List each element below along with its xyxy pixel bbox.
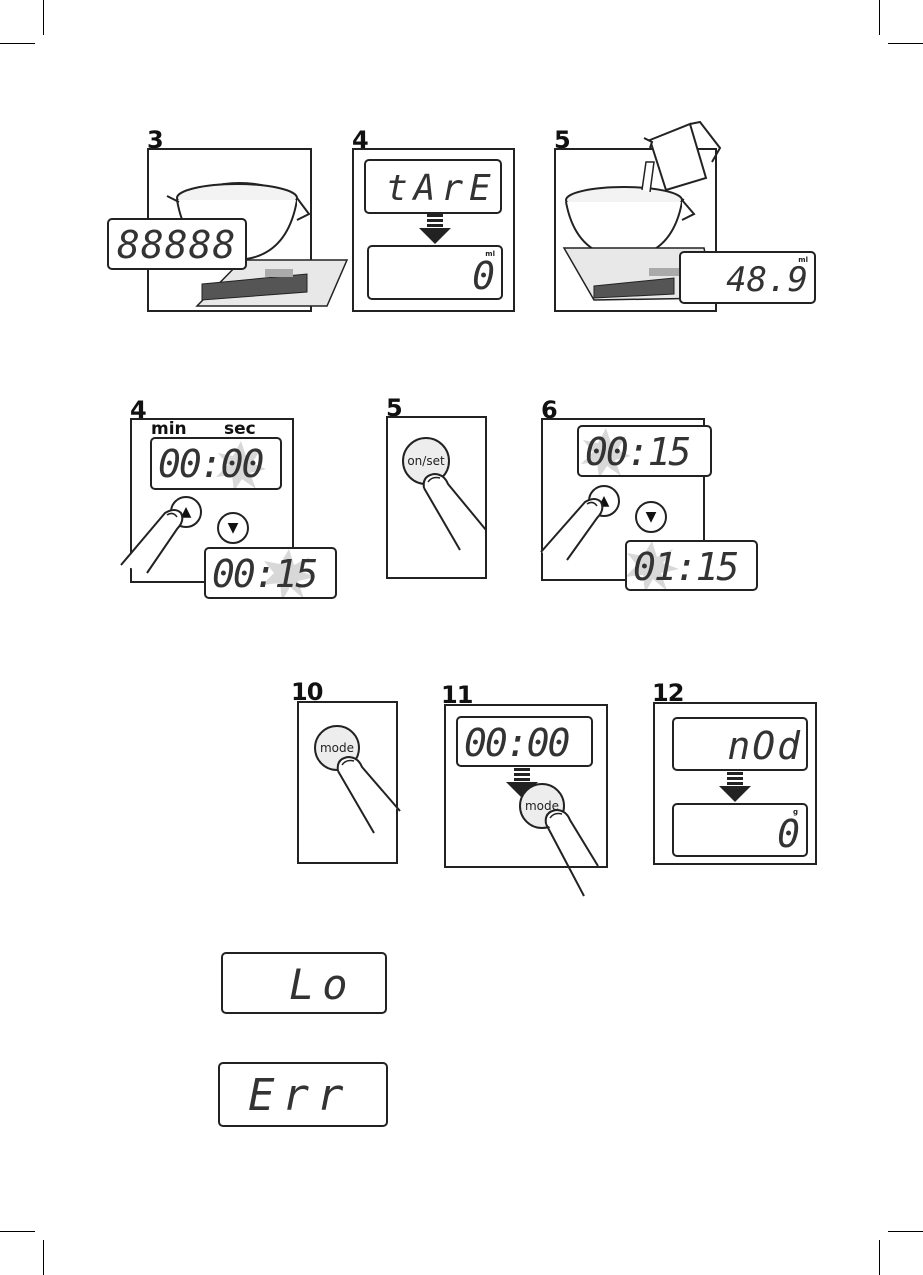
timer-display-bottom: 01:15 (625, 540, 758, 591)
blink-burst-icon (216, 441, 266, 488)
lcd-readout: nOd (727, 724, 802, 768)
display-zero-ml: ml 0 (367, 245, 503, 300)
down-arrow-icon: ▼ (645, 509, 657, 525)
min-label: min (151, 419, 187, 439)
display-mode: nOd (672, 717, 808, 771)
lcd-readout: 0 (777, 812, 800, 856)
lcd-readout: 0 (472, 254, 495, 298)
display-tare: tArE (364, 159, 502, 214)
lcd-readout: 00:15 (585, 430, 691, 474)
step-number: 11 (441, 681, 473, 709)
blink-burst-icon (581, 428, 631, 475)
step-number: 5 (386, 394, 403, 422)
sec-label: sec (224, 419, 256, 439)
down-button[interactable]: ▼ (635, 501, 667, 533)
crop-mark (888, 1231, 923, 1232)
error-display: Err (218, 1062, 388, 1127)
display-weight-ml: ml 48.9 (679, 251, 816, 304)
up-arrow-icon: ▲ (598, 493, 610, 509)
finger-pressing-illustration (422, 472, 487, 551)
finger-pressing-illustration (120, 509, 184, 574)
step-number: 5 (554, 126, 571, 154)
blink-burst-icon (262, 549, 316, 597)
unit-label: ml (798, 256, 808, 264)
down-arrow-icon: ▼ (227, 520, 239, 536)
timer-display-top: 00:15 (577, 425, 712, 477)
arrow-down-icon (419, 214, 451, 244)
timer-display-bottom: 00:15 (204, 547, 337, 599)
down-button[interactable]: ▼ (217, 512, 249, 544)
finger-pressing-illustration (544, 808, 599, 897)
blink-burst-icon (627, 542, 679, 589)
display-all-segments: 88888 (107, 218, 247, 270)
crop-mark (43, 1240, 44, 1275)
display-zero-g: g 0 (672, 803, 808, 857)
lcd-readout: tArE (386, 168, 497, 209)
unit-label: ml (485, 250, 495, 258)
crop-mark (888, 43, 923, 44)
lcd-readout: 48.9 (726, 260, 808, 300)
crop-mark (0, 1231, 35, 1232)
crop-mark (879, 0, 880, 35)
step-number: 12 (652, 679, 684, 707)
finger-pressing-illustration (540, 498, 604, 561)
bowl-and-jug-illustration (562, 161, 715, 301)
lcd-readout: Err (248, 1070, 352, 1121)
finger-pressing-illustration (336, 755, 401, 834)
crop-mark (0, 43, 35, 44)
timer-display-top: 00:00 (150, 437, 282, 490)
step-number: 6 (541, 396, 558, 424)
arrow-down-icon (719, 772, 751, 802)
jug-illustration (643, 120, 722, 192)
low-battery-display: Lo (221, 952, 387, 1014)
lcd-readout: 01:15 (633, 545, 739, 589)
lcd-readout: 00:00 (158, 442, 264, 486)
lcd-readout: Lo (289, 960, 356, 1009)
lcd-readout: 00:15 (212, 552, 318, 596)
step-number: 4 (130, 396, 147, 424)
step-number: 4 (352, 126, 369, 154)
crop-mark (879, 1240, 880, 1275)
timer-display: 00:00 (456, 716, 593, 767)
up-arrow-icon: ▲ (180, 504, 192, 520)
unit-label: g (792, 808, 798, 816)
lcd-readout: 88888 (117, 223, 237, 267)
step-number: 3 (147, 126, 164, 154)
lcd-readout: 00:00 (464, 721, 570, 765)
step-number: 10 (291, 678, 323, 706)
crop-mark (43, 0, 44, 35)
